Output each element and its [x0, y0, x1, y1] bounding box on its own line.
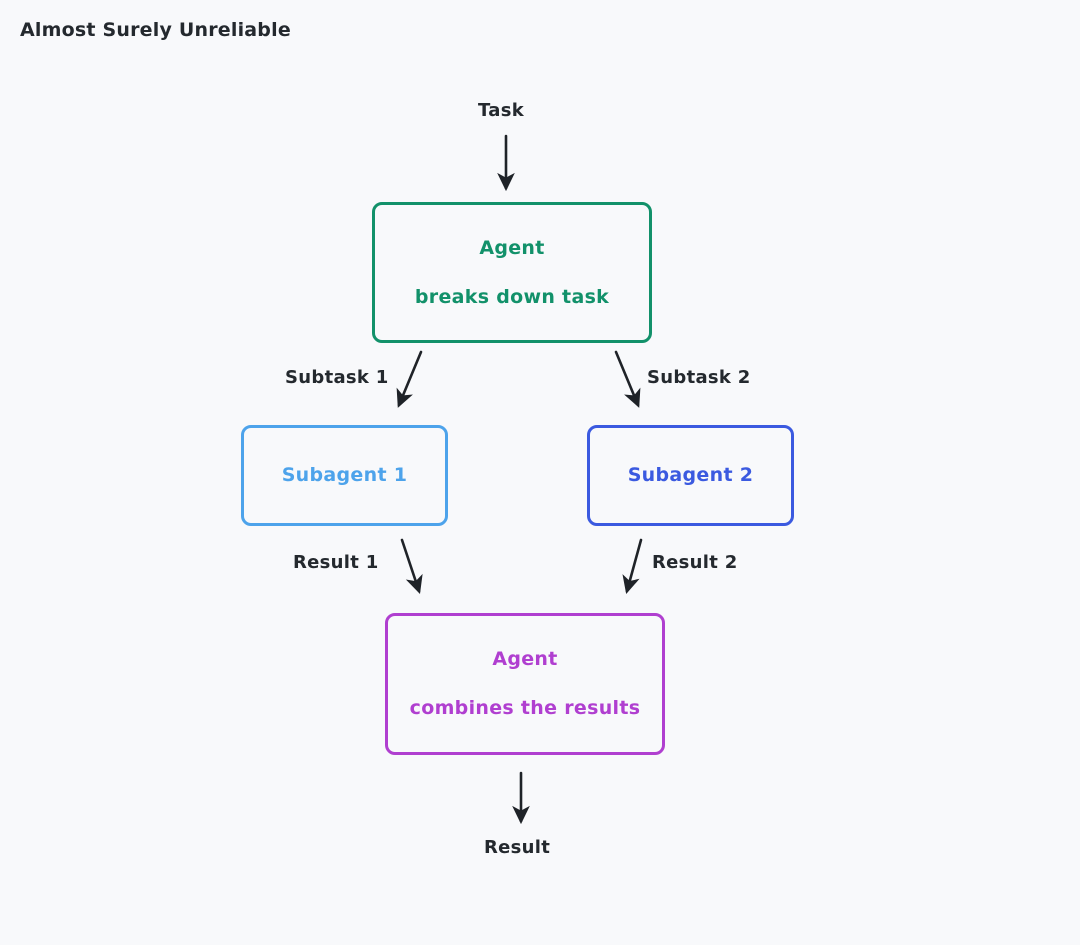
node-agent-breakdown-line-1: Agent	[479, 236, 545, 259]
node-subagent-2-label: Subagent 2	[627, 464, 754, 487]
node-agent-combine-line-1: Agent	[492, 648, 558, 671]
edge-agent-to-subagent-1	[396, 350, 423, 408]
label-result-2: Result 2	[652, 552, 738, 573]
label-subtask-2: Subtask 2	[647, 367, 751, 388]
label-result-final: Result	[484, 837, 551, 858]
node-agent-breaks-down-task[interactable]: Agent breaks down task	[372, 202, 652, 343]
node-agent-breakdown-line-2: breaks down task	[414, 285, 610, 308]
edge-subagent-1-to-combine	[400, 538, 423, 594]
node-agent-combine-line-2: combines the results	[409, 697, 641, 719]
node-subagent-1[interactable]: Subagent 1	[241, 425, 448, 526]
edge-subagent-2-to-combine	[622, 538, 643, 595]
label-result-1: Result 1	[293, 552, 379, 573]
edge-agent-to-subagent-2	[614, 350, 641, 408]
page-title: Almost Surely Unreliable	[20, 19, 291, 41]
node-subagent-1-label: Subagent 1	[281, 464, 408, 487]
label-subtask-1: Subtask 1	[285, 367, 389, 388]
node-agent-combines-the-results[interactable]: Agent combines the results	[385, 613, 665, 755]
label-task: Task	[478, 100, 524, 121]
node-subagent-2[interactable]: Subagent 2	[587, 425, 794, 526]
